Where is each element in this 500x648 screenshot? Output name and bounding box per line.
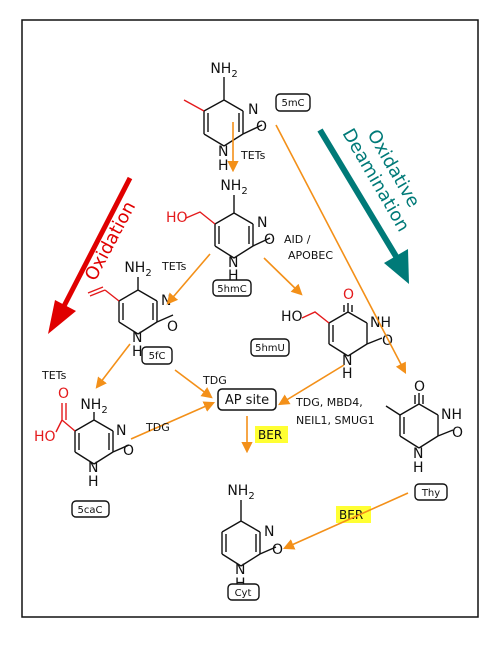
- arrow-thy-cyt: [282, 492, 409, 550]
- arrow-5hmc-5hmu: [263, 257, 303, 296]
- label-tdg-1: TDG: [202, 374, 227, 387]
- cyt-n: N: [264, 524, 274, 540]
- arrow-5cac-ap: [130, 401, 216, 440]
- f5c-h: H: [132, 344, 143, 360]
- hm5c-n: N: [257, 215, 267, 231]
- svg-text:BER: BER: [339, 508, 363, 522]
- hm5c-ho: HO: [166, 210, 188, 226]
- hmu5-h: H: [342, 366, 353, 382]
- tag-thy: Thy: [414, 483, 448, 501]
- thy-nh: NH: [441, 407, 462, 423]
- svg-text:5caC: 5caC: [78, 505, 103, 516]
- tag-5mc: 5mC: [275, 93, 311, 112]
- ca5c-nh2: NH: [80, 397, 101, 413]
- pathway-arrows: [95, 122, 409, 550]
- ca5c-o: O: [123, 443, 134, 459]
- ca5c-o-top: O: [58, 386, 69, 402]
- thy-h: H: [413, 460, 424, 476]
- label-aid-1: AID /: [284, 233, 311, 246]
- ap-site-box: AP site: [217, 388, 277, 411]
- hmu5-ho: HO: [281, 309, 303, 325]
- svg-text:AP site: AP site: [225, 393, 269, 408]
- svg-text:Cyt: Cyt: [235, 588, 252, 599]
- label-tdg-2: TDG: [145, 421, 170, 434]
- molecule-5cac: NH2 O HO N O N H: [34, 386, 134, 490]
- molecule-cyt: NH2 N O N H: [221, 483, 283, 592]
- svg-text:5fC: 5fC: [149, 351, 166, 362]
- svg-text:NH2: NH2: [210, 61, 237, 80]
- label-tets-3: TETs: [41, 369, 67, 382]
- tag-5hmu: 5hmU: [250, 338, 290, 357]
- arrow-5fc-ap: [174, 369, 213, 399]
- molecule-5hmc: NH2 HO N O N H: [166, 178, 275, 284]
- cyt-n1: N: [235, 562, 245, 578]
- ber-label-1: BER: [255, 426, 288, 443]
- tag-5fc: 5fC: [141, 346, 173, 365]
- ca5c-n: N: [116, 423, 126, 439]
- tag-5hmc: 5hmC: [212, 279, 252, 297]
- svg-text:Thy: Thy: [421, 488, 440, 499]
- hmu5-o-top: O: [343, 287, 354, 303]
- m5c-n1: N: [218, 144, 228, 160]
- f5c-n1: N: [132, 330, 142, 346]
- arrow-5fc-5cac: [95, 343, 131, 389]
- hm5c-o: O: [264, 232, 275, 248]
- hmu5-nh: NH: [370, 315, 391, 331]
- svg-text:5mC: 5mC: [281, 98, 304, 109]
- label-tets-1: TETs: [240, 149, 266, 162]
- oxidation-arrow: Oxidation: [48, 176, 140, 334]
- tag-cyt: Cyt: [227, 583, 260, 601]
- label-tets-2: TETs: [161, 260, 187, 273]
- arrow-5mc-thy: [275, 124, 407, 374]
- m5c-n: N: [248, 102, 258, 118]
- molecule-5fc: NH2 N O N H: [87, 260, 178, 360]
- hmu5-o: O: [382, 333, 393, 349]
- hm5c-n1: N: [228, 255, 238, 271]
- label-aid-2: APOBEC: [288, 249, 333, 262]
- svg-text:NH2: NH2: [227, 483, 254, 502]
- ca5c-h: H: [88, 474, 99, 490]
- f5c-n: N: [161, 293, 171, 309]
- tag-5cac: 5caC: [71, 500, 110, 518]
- thy-n1: N: [413, 446, 423, 462]
- svg-text:NH2: NH2: [80, 397, 107, 416]
- oxidative-deamination-arrow: Oxidative Deamination: [317, 125, 424, 284]
- svg-text:NH2: NH2: [220, 178, 247, 197]
- outer-frame: [21, 19, 479, 618]
- molecule-5hmu: O HO NH O N H: [281, 287, 393, 382]
- m5c-nh2: NH: [210, 61, 231, 77]
- hm5c-h: H: [228, 268, 239, 284]
- svg-text:5hmC: 5hmC: [217, 284, 246, 295]
- molecule-5mc: NH2 N O N H: [183, 61, 267, 174]
- m5c-h: H: [218, 158, 229, 174]
- m5c-o: O: [256, 119, 267, 135]
- hmu5-n1: N: [342, 353, 352, 369]
- label-tdg-multi-1: TDG, MBD4,: [295, 396, 363, 409]
- svg-text:5hmU: 5hmU: [255, 343, 285, 354]
- f5c-nh2: NH: [124, 260, 145, 276]
- cyt-nh2: NH: [227, 483, 248, 499]
- molecule-thy: O NH O N H: [385, 379, 463, 476]
- ca5c-n1: N: [88, 460, 98, 476]
- arrow-5hmc-5fc: [166, 253, 211, 305]
- thy-o: O: [452, 425, 463, 441]
- ca5c-ho: HO: [34, 429, 56, 445]
- f5c-o: O: [167, 319, 178, 335]
- cyt-o: O: [272, 542, 283, 558]
- svg-text:NH2: NH2: [124, 260, 151, 279]
- thy-o-top: O: [414, 379, 425, 395]
- arrow-5hmu-ap: [278, 364, 345, 406]
- ber-label-2: BER: [336, 506, 371, 523]
- label-tdg-multi-2: NEIL1, SMUG1: [296, 414, 375, 427]
- hm5c-nh2: NH: [220, 178, 241, 194]
- svg-text:BER: BER: [258, 428, 282, 442]
